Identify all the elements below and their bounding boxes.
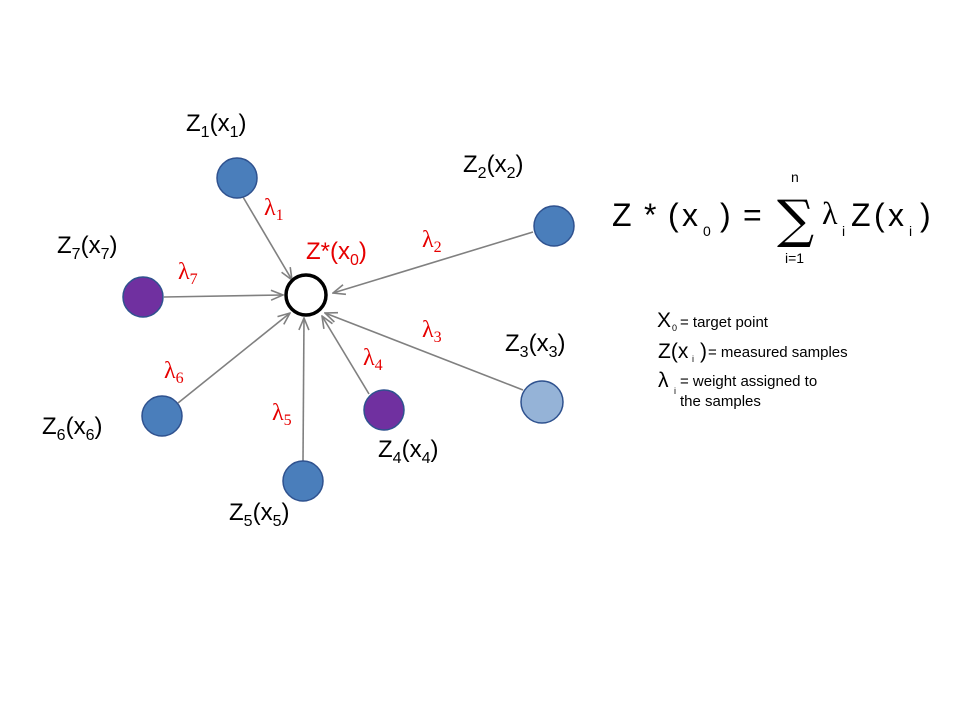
equation-rhs-close: ) [920,197,931,233]
weight-label-7: λ7 [178,259,198,288]
equation-rhs-sub: i [909,223,912,239]
sample-label-3: Z3(x3) [505,330,565,361]
legend-x0-sub: 0 [672,323,677,333]
sample-label-6: Z6(x6) [42,413,102,444]
arrow-7 [163,295,283,297]
equation-equals: = [743,197,762,233]
equation-sum-top: n [791,169,799,185]
weight-arrows [163,196,534,462]
weight-label-1: λ1 [264,195,284,224]
legend-z-symbol: Z(x [658,340,689,363]
legend-x0-text: = target point [680,314,769,331]
sample-node-6 [141,395,183,437]
equation-lhs-z: Z [612,197,632,233]
target-node [284,273,328,317]
sample-label-5: Z5(x5) [229,499,289,530]
legend-z-close: ) [700,340,707,363]
arrow-1 [242,196,292,280]
equation-lhs-var: x [682,197,698,233]
sample-node-5 [282,460,324,502]
equation-lhs-sub: 0 [703,223,711,239]
equation-lambda-sub: i [842,223,845,239]
sample-node-4 [363,389,405,431]
equation-lhs-close: ) [720,197,731,233]
target-label: Z*(x0) [306,238,367,269]
sample-nodes [122,157,575,502]
legend: X 0 = target point Z(x i ) = measured sa… [657,309,848,410]
weight-label-6: λ6 [164,358,184,387]
legend-lambda-symbol: λ [658,369,669,392]
equation-lhs-star: * [644,197,656,233]
weight-label-4: λ4 [363,345,383,374]
weight-label-2: λ2 [422,227,442,256]
weight-label-3: λ3 [422,317,442,346]
legend-x0-symbol: X [657,309,671,332]
weight-labels: λ1 λ2 λ3 λ4 λ5 λ6 λ7 [164,195,442,429]
arrow-2 [333,231,534,293]
legend-lambda-sub: i [674,386,676,396]
arrow-5 [303,318,304,462]
legend-lambda-text-2: the samples [680,393,761,410]
weight-label-5: λ5 [272,400,292,429]
sample-label-7: Z7(x7) [57,232,117,263]
equation-rhs-z: Z [851,197,871,233]
sample-label-2: Z2(x2) [463,151,523,182]
arrow-3 [325,313,524,391]
equation-rhs-var: x [888,197,904,233]
legend-z-text: = measured samples [708,344,848,361]
arrow-6 [177,313,290,404]
sample-node-1 [216,157,258,199]
arrow-4 [322,316,370,395]
legend-lambda-text: = weight assigned to [680,373,817,390]
sample-node-3 [520,380,564,424]
sample-node-7 [122,276,164,318]
equation-rhs-open: ( [874,197,885,233]
equation-lambda: λ [822,195,838,231]
sample-label-1: Z1(x1) [186,110,246,141]
equation-sum-bottom: i=1 [785,250,804,266]
sample-labels: Z1(x1) Z2(x2) Z3(x3) Z4(x4) Z5(x5) Z6(x6… [42,110,565,530]
sample-label-4: Z4(x4) [378,436,438,467]
equation-lhs-open: ( [668,197,679,233]
sum-icon: ∑ [777,190,814,250]
kriging-equation: Z * ( x 0 ) = n ∑ i=1 λ i Z ( x i ) [612,169,931,266]
legend-z-sub: i [692,354,694,364]
sample-node-2 [533,205,575,247]
